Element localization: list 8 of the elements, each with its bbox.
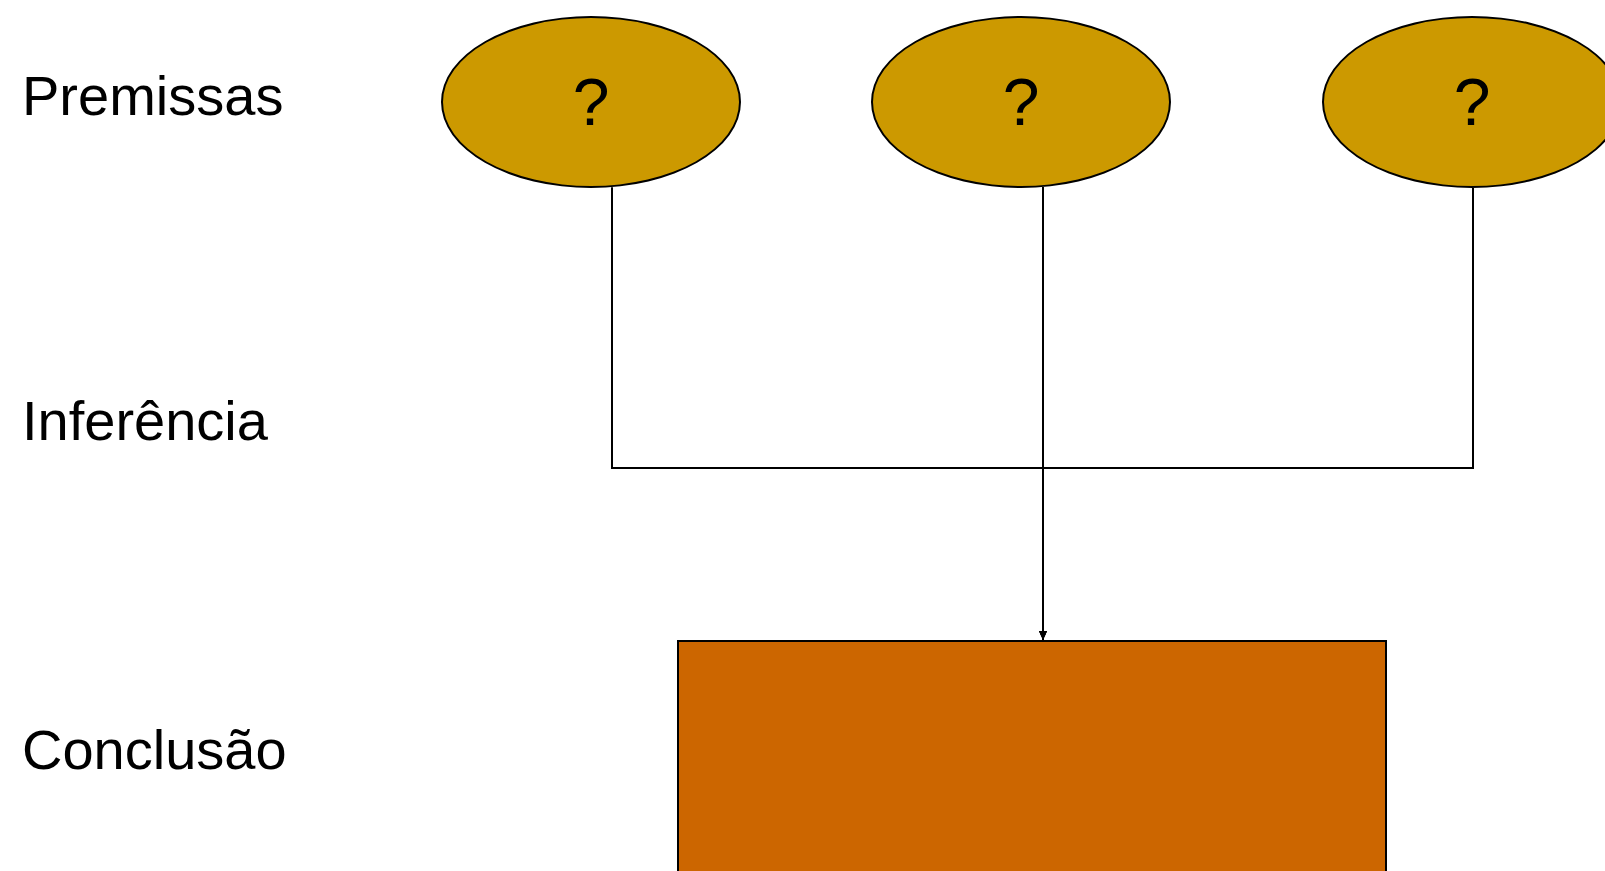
question-mark: ? xyxy=(1002,69,1040,135)
row-label: Inferência xyxy=(22,393,268,449)
row-label: Conclusão xyxy=(22,722,287,778)
connector-arrow xyxy=(1039,187,1474,641)
row-label: Premissas xyxy=(22,68,284,124)
question-mark: ? xyxy=(1453,69,1491,135)
question-mark: ? xyxy=(572,69,610,135)
conclusion-box xyxy=(677,640,1387,871)
